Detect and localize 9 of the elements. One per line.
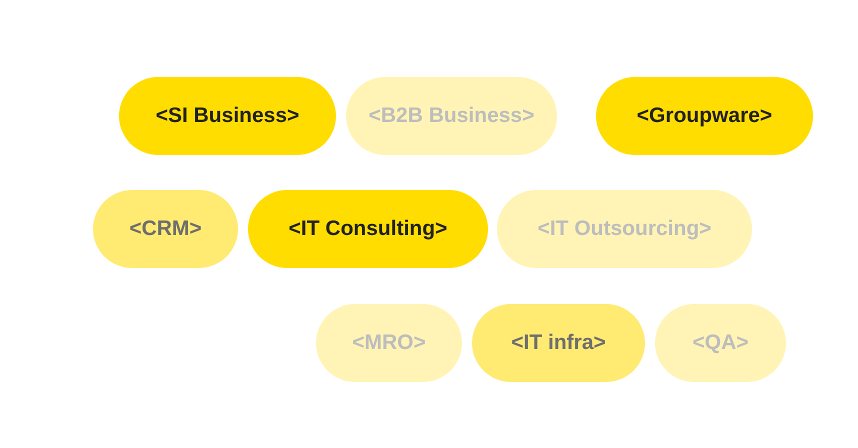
pill-label: <B2B Business> (346, 77, 557, 155)
pill-label: <IT infra> (472, 304, 645, 382)
pill-label: <IT Outsourcing> (497, 190, 752, 268)
pill-label: <QA> (655, 304, 786, 382)
pill-label: <CRM> (93, 190, 238, 268)
pill-label: <Groupware> (596, 77, 813, 155)
pill-label: <SI Business> (119, 77, 336, 155)
pill-label: <IT Consulting> (248, 190, 488, 268)
pill-label: <MRO> (316, 304, 462, 382)
